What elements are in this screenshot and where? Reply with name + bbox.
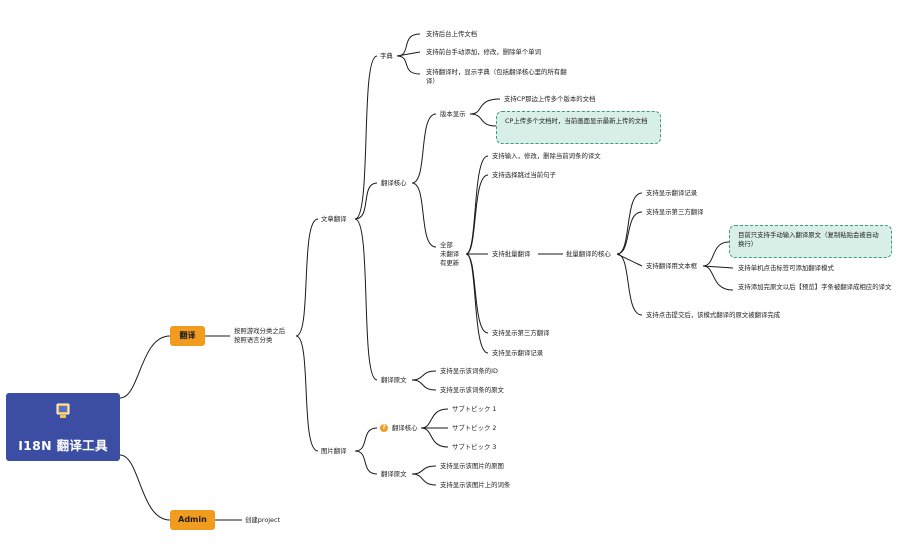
all-item[interactable]: 支持选择跳过当前句子: [492, 171, 556, 179]
textbox-item[interactable]: 支持添加完原文以后【预览】字条被翻译成相应的译文: [738, 283, 892, 291]
dictionary-node[interactable]: 字典: [380, 52, 393, 60]
batch-finish-item[interactable]: 支持点击提交后，该模式翻译的原文被翻译完成: [646, 311, 781, 319]
branch-fanyi[interactable]: 翻译: [170, 326, 205, 346]
batch-item[interactable]: 支持显示第三方翻译: [646, 208, 704, 216]
original-node[interactable]: 翻译原文: [381, 376, 407, 384]
branch-admin[interactable]: Admin: [170, 510, 215, 530]
dictionary-item[interactable]: 支持翻译时，显示字典（包括翻译核心里的所有翻译）: [426, 68, 567, 85]
batch-translation-node[interactable]: 支持批量翻译: [492, 250, 531, 258]
image-original-node[interactable]: 翻译原文: [381, 470, 407, 478]
textbox-node[interactable]: 支持翻译用文本框: [646, 262, 698, 270]
article-translation[interactable]: 文章翻译: [321, 215, 347, 223]
original-item[interactable]: 支持显示该词条的原文: [440, 386, 504, 394]
subtopic-item[interactable]: サブトピック 2: [452, 424, 497, 432]
image-core-node[interactable]: 翻译核心: [392, 424, 418, 432]
version-note: CP上传多个文档时，当前画面显示最新上传的文档: [496, 111, 661, 144]
image-translation[interactable]: 图片翻译: [321, 447, 347, 455]
all-untranslated-updated-node[interactable]: 全部 未翻译 有更新: [440, 241, 460, 267]
question-icon: ?: [380, 424, 388, 432]
monitor-icon: [56, 403, 70, 419]
subtopic-item[interactable]: サブトピック 3: [452, 443, 497, 451]
subtopic-item[interactable]: サブトピック 1: [452, 405, 497, 413]
admin-create-project[interactable]: 创建project: [245, 516, 280, 524]
image-original-item[interactable]: 支持显示该图片上的词条: [440, 481, 511, 489]
original-item[interactable]: 支持显示该词条的ID: [440, 367, 498, 375]
textbox-note: 目前只支持手动输入翻译原文（复制粘贴会被自动换行）: [729, 225, 892, 258]
root-node[interactable]: I18N 翻译工具: [6, 393, 120, 461]
version-item[interactable]: 支持CP那边上传多个版本的文档: [504, 95, 596, 103]
version-node[interactable]: 版本显示: [440, 110, 466, 118]
all-item[interactable]: 支持输入，修改，删除当前词条的译文: [492, 152, 601, 160]
dictionary-item[interactable]: 支持前台手动添加，修改，删除单个单词: [426, 48, 542, 56]
batch-core-node[interactable]: 批量翻译的核心: [566, 250, 611, 258]
root-title: I18N 翻译工具: [18, 438, 108, 453]
core-node[interactable]: 翻译核心: [381, 179, 407, 187]
textbox-item[interactable]: 支持单机点击标签可添加翻译模式: [738, 264, 834, 272]
all-bottom-item[interactable]: 支持显示第三方翻译: [492, 329, 550, 337]
image-original-item[interactable]: 支持显示该图片的原图: [440, 462, 504, 470]
batch-item[interactable]: 支持显示翻译记录: [646, 189, 698, 197]
dictionary-item[interactable]: 支持后台上传文档: [426, 30, 478, 38]
fanyi-description[interactable]: 按照游戏分类之后 按照语言分类: [234, 327, 286, 344]
all-bottom-item[interactable]: 支持显示翻译记录: [492, 349, 544, 357]
